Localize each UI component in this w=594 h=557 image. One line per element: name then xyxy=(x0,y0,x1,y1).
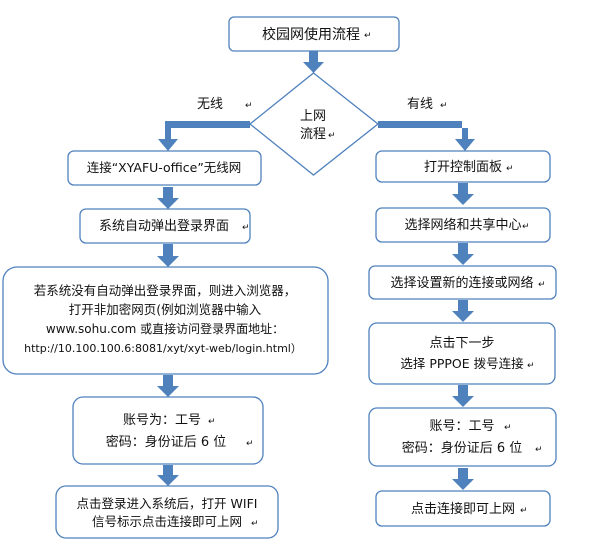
paragraph-mark-icon: ↵ xyxy=(251,519,259,529)
paragraph-mark-icon: ↵ xyxy=(364,31,372,41)
paragraph-mark-icon: ↵ xyxy=(504,423,512,433)
paragraph-mark-icon: ↵ xyxy=(506,164,514,174)
arrow-right-1-2 xyxy=(452,183,474,205)
right-step-6-text: 点击连接即可上网 xyxy=(411,501,515,517)
left-step-4-line-2: 密码：身份证后 6 位 xyxy=(106,434,227,450)
labels: 校园网使用流程 上网 流程 无线 有线 连接“XYAFU-office”无线网 … xyxy=(24,26,533,529)
paragraph-marks: ↵ ↵ ↵ ↵ ↵ ↵ ↵ ↵ ↵ ↵ ↵ ↵ ↵ ↵ ↵ xyxy=(208,31,546,529)
paragraph-mark-icon: ↵ xyxy=(522,222,530,232)
left-step-3-line-4: http://10.100.100.6:8081/xyt/xyt-web/log… xyxy=(24,342,302,355)
branch-left-label: 无线 xyxy=(197,97,223,112)
arrow-right-5-6 xyxy=(452,468,474,490)
left-step-1-box xyxy=(67,150,262,186)
arrow-left-4-5 xyxy=(157,465,179,486)
title-text: 校园网使用流程 xyxy=(262,26,360,43)
arrows xyxy=(157,51,475,490)
left-step-3-line-1: 若系统没有自动弹出登录界面，则进入浏览器， xyxy=(34,283,297,298)
right-step-6-box xyxy=(375,490,551,527)
arrow-right-4-5 xyxy=(452,385,474,407)
left-step-3-line-3: www.sohu.com 或直接访问登录界面地址： xyxy=(46,321,284,336)
paragraph-mark-icon: ↵ xyxy=(328,131,336,141)
left-step-5-line-1: 点击登录进入系统后，打开 WIFI xyxy=(77,496,258,511)
arrow-decision-to-wired xyxy=(378,121,475,151)
paragraph-mark-icon: ↵ xyxy=(242,223,250,233)
arrow-left-1-2 xyxy=(157,187,179,209)
right-step-3-text: 选择设置新的连接或网络 xyxy=(390,275,533,291)
right-step-5-box xyxy=(368,407,557,467)
paragraph-mark-icon: ↵ xyxy=(520,506,528,516)
arrow-right-2-3 xyxy=(452,243,474,265)
shapes xyxy=(2,16,557,539)
arrow-right-3-4 xyxy=(452,300,474,322)
branch-right-label: 有线 xyxy=(407,97,433,112)
right-step-4-box xyxy=(368,322,556,385)
left-step-2-box xyxy=(79,208,251,244)
left-step-4-line-1: 账号为：工号 xyxy=(123,413,201,428)
left-step-2-text: 系统自动弹出登录界面 xyxy=(99,219,229,234)
decision-diamond xyxy=(248,72,380,176)
decision-line-1: 上网 xyxy=(300,109,326,124)
decision-line-2: 流程 xyxy=(300,127,326,142)
left-step-3-line-2: 打开非加密网页(例如浏览器中输入 xyxy=(69,302,262,317)
paragraph-mark-icon: ↵ xyxy=(246,439,254,449)
left-step-3-box xyxy=(2,266,329,375)
right-step-5-line-2: 密码：身份证后 6 位 xyxy=(402,440,523,456)
right-step-3-box xyxy=(368,265,557,300)
paragraph-mark-icon: ↵ xyxy=(535,445,543,455)
right-step-2-box xyxy=(375,207,551,243)
left-step-5-line-2: 信号标示点击连接即可上网 xyxy=(92,514,242,529)
right-step-2-text: 选择网络和共享中心 xyxy=(404,217,521,233)
right-step-1-text: 打开控制面板 xyxy=(424,160,502,175)
left-step-4-box xyxy=(72,396,264,465)
right-step-5-line-1: 账号：工号 xyxy=(429,419,494,434)
paragraph-mark-icon: ↵ xyxy=(538,280,546,290)
arrow-left-3-4 xyxy=(157,375,179,397)
left-step-5-box xyxy=(55,485,279,539)
paragraph-mark-icon: ↵ xyxy=(527,361,535,371)
paragraph-mark-icon: ↵ xyxy=(245,101,253,111)
arrow-title-to-decision xyxy=(303,51,324,73)
right-step-1-box xyxy=(375,150,551,183)
title-box xyxy=(228,16,400,52)
arrow-left-2-3 xyxy=(157,244,179,267)
paragraph-mark-icon: ↵ xyxy=(208,417,216,427)
paragraph-mark-icon: ↵ xyxy=(440,101,448,111)
arrow-decision-to-wireless xyxy=(158,121,250,151)
left-step-1-text: 连接“XYAFU-office”无线网 xyxy=(87,160,242,175)
right-step-4-line-1: 点击下一步 xyxy=(429,336,494,351)
right-step-4-line-2: 选择 PPPOE 拨号连接 xyxy=(400,356,524,371)
